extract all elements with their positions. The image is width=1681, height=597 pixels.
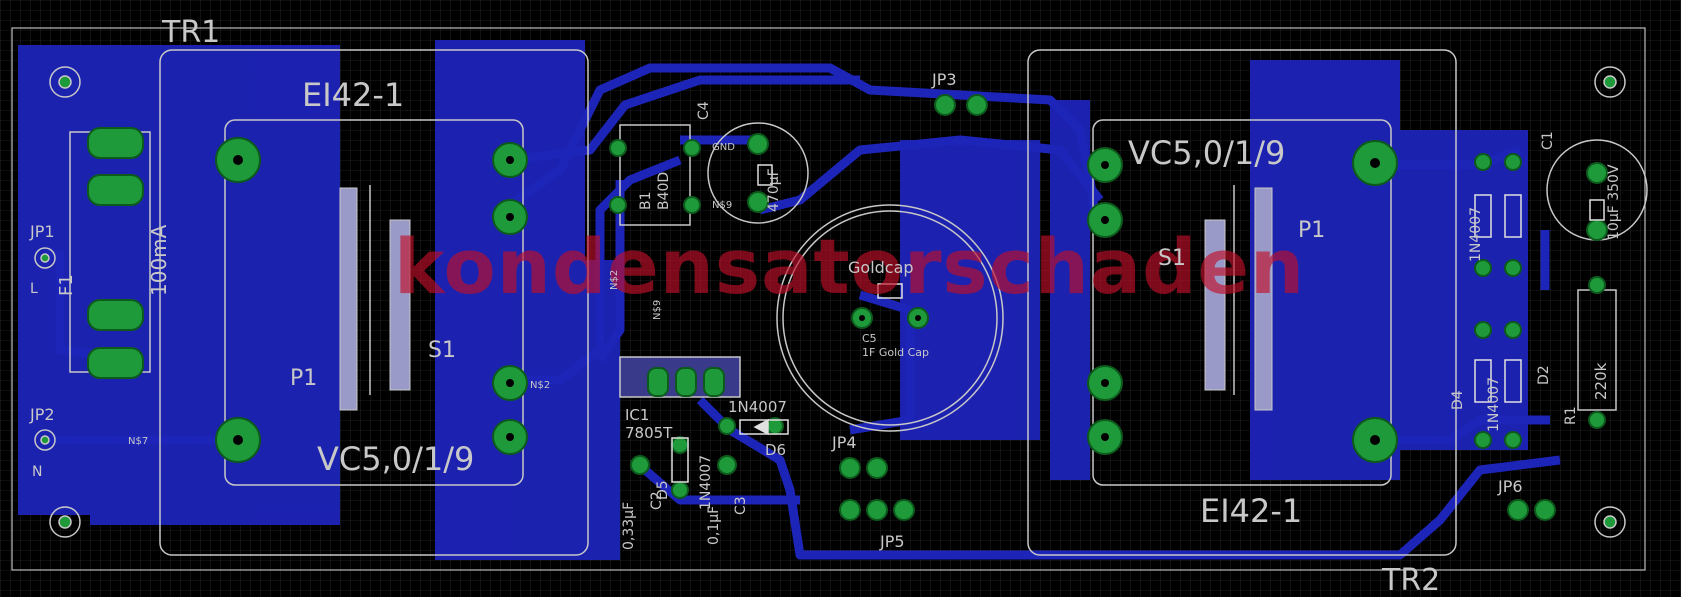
c2-value: 0,33µF bbox=[621, 502, 637, 550]
c4-value: 470µF bbox=[766, 168, 782, 212]
f1-pad-bot bbox=[87, 299, 144, 331]
c4-outline bbox=[707, 122, 809, 224]
c5-outline-inner bbox=[782, 210, 998, 426]
d4-label: D4 bbox=[1450, 390, 1466, 410]
copper-traces bbox=[45, 63, 1561, 560]
tr2-s1-label: S1 bbox=[1158, 246, 1186, 271]
ic1-value: 7805T bbox=[625, 424, 673, 442]
f1-pad-top bbox=[87, 127, 144, 159]
c5-label: C5 bbox=[862, 332, 877, 345]
board-outline bbox=[11, 27, 1646, 571]
watermark: kondensatorschaden bbox=[394, 222, 1305, 311]
d6-value: 1N4007 bbox=[728, 398, 787, 416]
c1-label: C1 bbox=[1540, 131, 1556, 150]
jp2-pin-label: N bbox=[32, 464, 42, 480]
jp1-label: JP1 bbox=[29, 222, 55, 241]
tr2-bobbin bbox=[1092, 119, 1392, 486]
d2-d4-value: 1N4007 bbox=[1486, 377, 1502, 432]
r1-value: 220k bbox=[1592, 362, 1610, 400]
transformer-cores bbox=[339, 187, 1273, 411]
net-n9b-label: N$9 bbox=[652, 300, 663, 320]
tr1-s1-label: S1 bbox=[428, 338, 456, 363]
ic1-label: IC1 bbox=[625, 406, 649, 424]
net-n2-label: N$2 bbox=[530, 380, 550, 391]
tr1-core-label: EI42-1 bbox=[302, 76, 404, 114]
net-n9-label: N$9 bbox=[712, 200, 732, 211]
c1-value: 10µF 350V bbox=[1606, 164, 1622, 240]
c5-value-label: Goldcap bbox=[848, 258, 914, 277]
c2-label: C2 bbox=[649, 491, 665, 510]
f1-pad-bot-2 bbox=[87, 347, 144, 379]
tr2-rating-label: VC5,0/1/9 bbox=[1128, 134, 1285, 172]
tr2-outline bbox=[1027, 49, 1457, 556]
tr1-p1-label: P1 bbox=[290, 366, 317, 391]
c5-outline bbox=[776, 204, 1004, 432]
pads bbox=[87, 94, 1608, 521]
jp1-pin-label: L bbox=[30, 281, 38, 297]
d5-value: 1N4007 bbox=[698, 455, 714, 510]
component-symbols bbox=[671, 164, 1605, 483]
f1-pad-top-2 bbox=[87, 174, 144, 206]
pad-drills bbox=[233, 155, 1380, 445]
net-n7-label: N$7 bbox=[128, 436, 148, 447]
d2-label: D2 bbox=[1536, 365, 1552, 385]
b1-label: B1 bbox=[638, 191, 654, 210]
tr2-core-label: EI42-1 bbox=[1200, 492, 1302, 530]
jp6-label: JP6 bbox=[1497, 477, 1523, 496]
jp5-label: JP5 bbox=[879, 532, 905, 551]
tr1-bobbin bbox=[224, 119, 524, 486]
jp2-label: JP2 bbox=[29, 405, 55, 424]
tr1-outline bbox=[159, 49, 589, 556]
d1-d3-value: 1N4007 bbox=[1468, 207, 1484, 262]
mounting-holes bbox=[34, 66, 1626, 538]
b1-outline bbox=[619, 124, 691, 226]
c5-desc: 1F Gold Cap bbox=[862, 346, 929, 359]
c3-label: C3 bbox=[733, 496, 749, 515]
net-n2b-label: N$2 bbox=[609, 270, 620, 290]
c4-label: C4 bbox=[696, 101, 712, 120]
gnd-label: GND bbox=[712, 142, 735, 153]
tr1-label: TR1 bbox=[161, 15, 220, 50]
b1-value: B40D bbox=[656, 172, 672, 210]
tr1-rating-label: VC5,0/1/9 bbox=[317, 440, 474, 478]
f1-value: 100mA bbox=[147, 224, 171, 296]
jp4-label: JP4 bbox=[831, 433, 857, 452]
d6-label: D6 bbox=[765, 441, 786, 459]
f1-label: F1 bbox=[56, 274, 77, 296]
r1-label: R1 bbox=[1563, 406, 1579, 425]
tr2-p1-label: P1 bbox=[1298, 218, 1325, 243]
tr2-label: TR2 bbox=[1381, 563, 1440, 597]
c3-value: 0,1µF bbox=[706, 506, 722, 545]
jp3-label: JP3 bbox=[931, 70, 957, 89]
d5-label: D5 bbox=[655, 480, 671, 500]
